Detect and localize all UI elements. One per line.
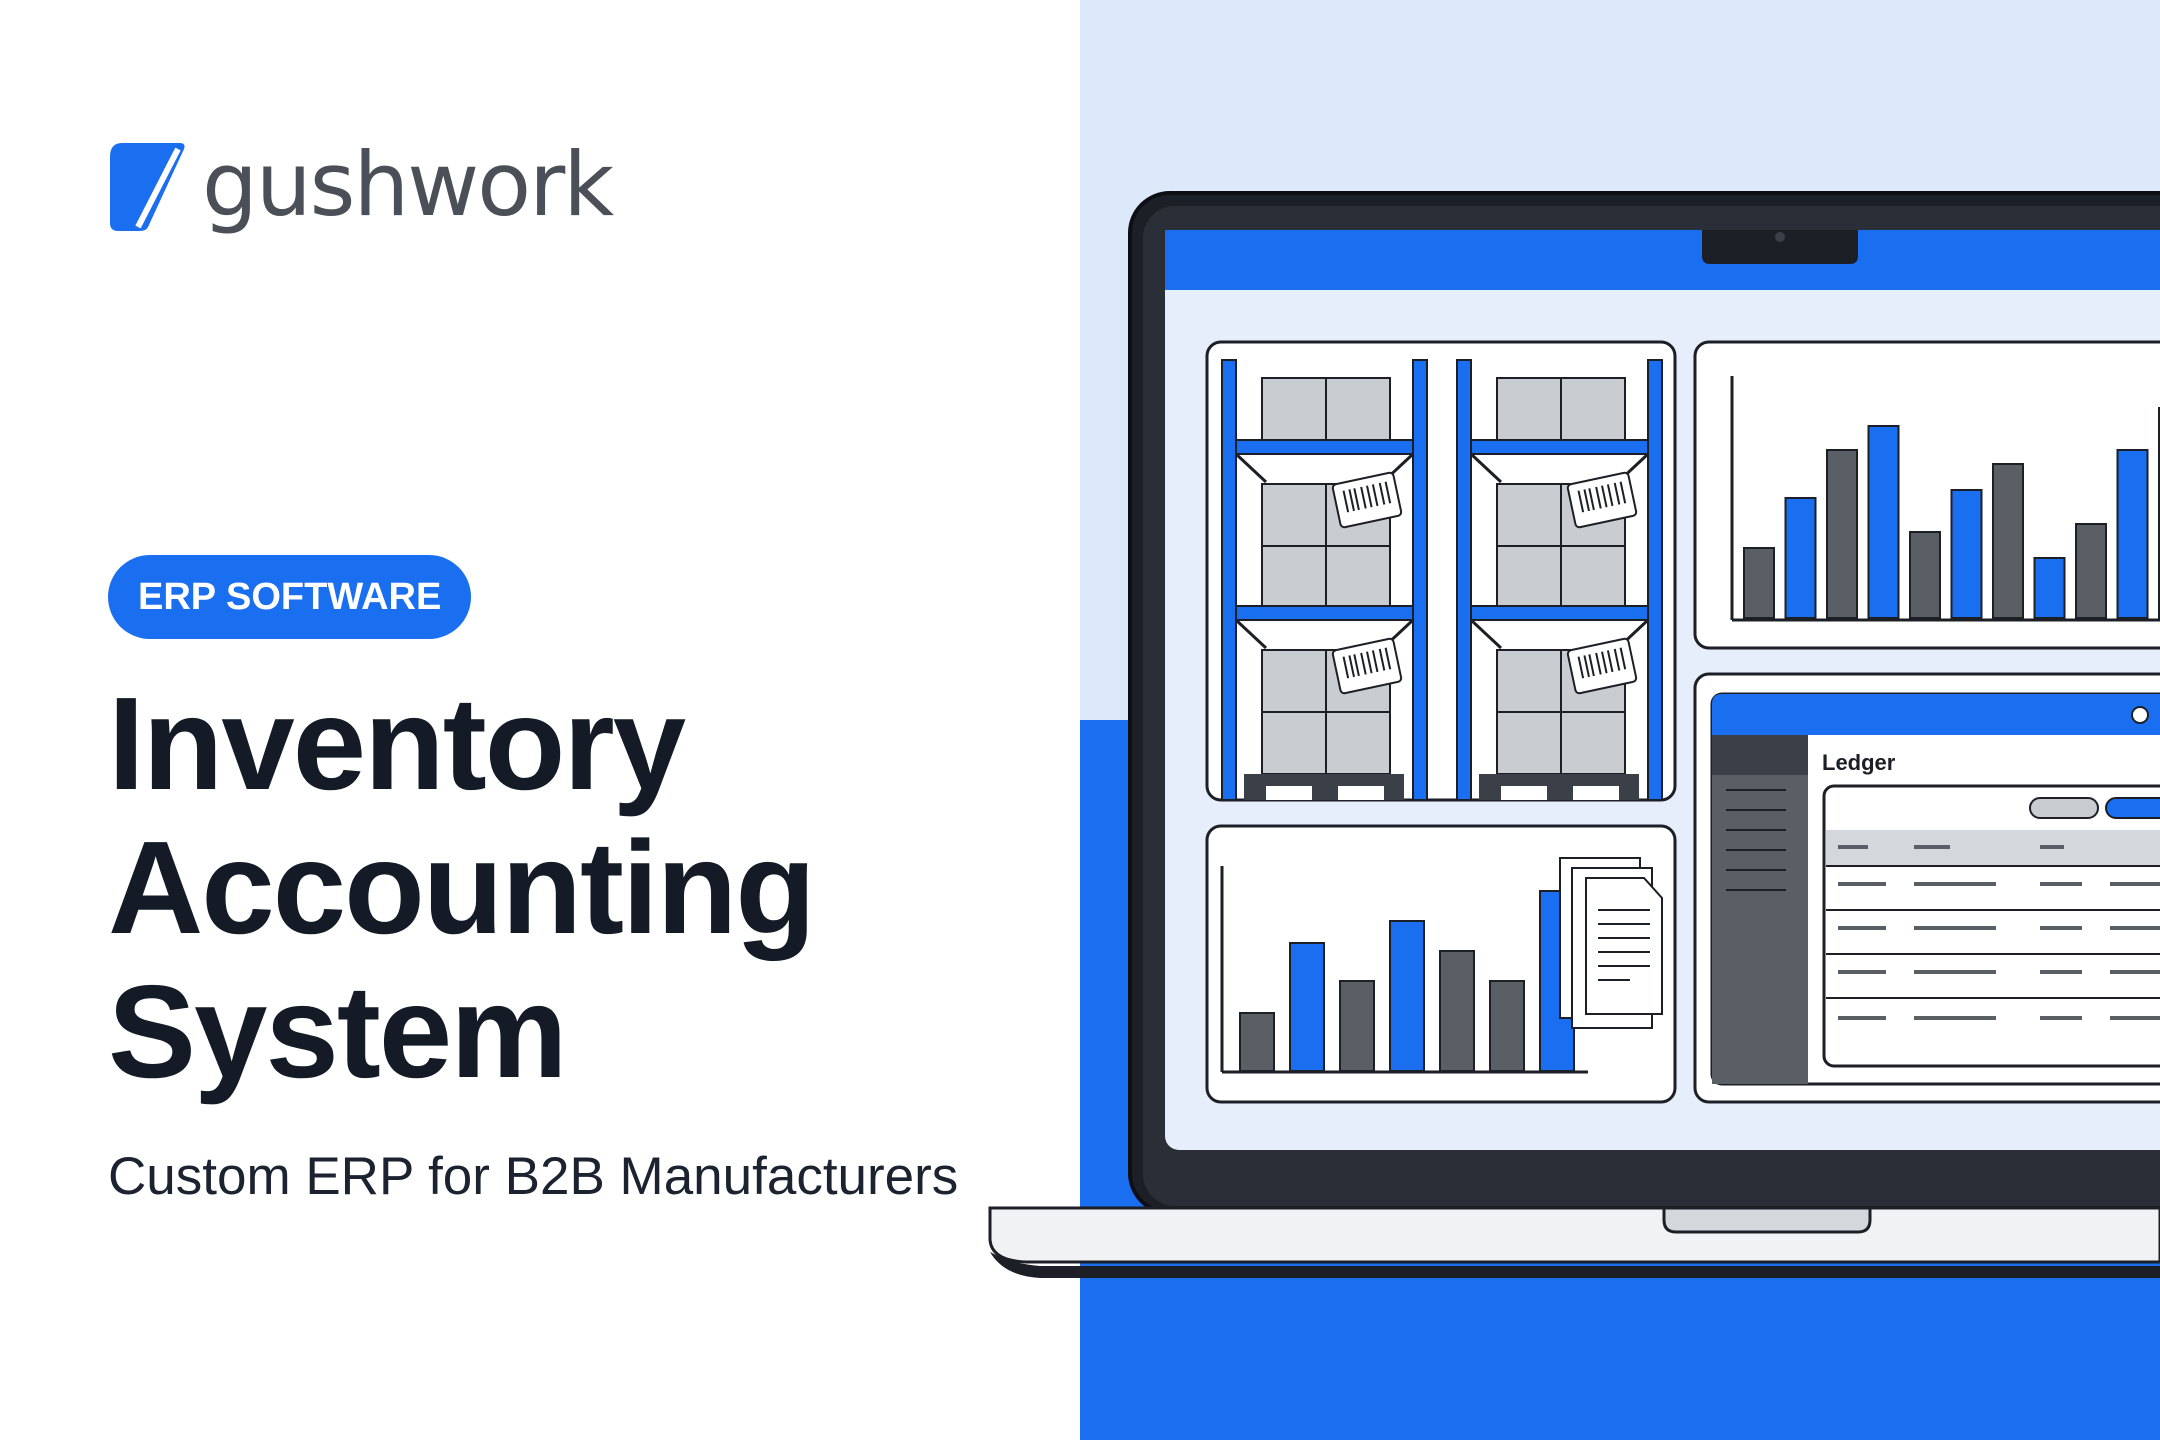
top-chart-bar	[1743, 547, 1775, 619]
top-chart-bar	[2075, 523, 2107, 619]
laptop-icon: Ledger	[988, 191, 2160, 1278]
title-line-3: System	[108, 958, 568, 1105]
category-badge: ERP SOFTWARE	[108, 555, 472, 639]
page-title: Inventory Accounting System	[108, 672, 1068, 1104]
bottom-chart-bar	[1289, 942, 1325, 1072]
bottom-chart-bar	[1239, 1012, 1275, 1072]
top-chart-bar	[2116, 449, 2149, 619]
top-chart-bar	[1909, 531, 1941, 619]
left-panel: gushwork ERP SOFTWARE Inventory Accounti…	[108, 133, 1068, 1206]
ledger-title: Ledger	[1822, 750, 1896, 775]
bar-chart-icon	[1693, 340, 2160, 650]
brand-name: gushwork	[202, 133, 614, 236]
top-chart-bar	[1784, 497, 1817, 619]
barcode-label-icon	[1331, 637, 1403, 695]
bottom-chart-bar	[1389, 920, 1425, 1072]
barcode-label-icon	[1331, 471, 1403, 529]
gushwork-logo-icon	[110, 143, 185, 231]
title-line-1: Inventory	[108, 670, 686, 817]
bar-chart-icon	[1205, 824, 1677, 1104]
top-chart-bar	[1950, 489, 1983, 619]
bottom-chart-bar	[1489, 980, 1525, 1072]
title-line-2: Accounting	[108, 814, 816, 961]
brand-logo[interactable]: gushwork	[108, 133, 614, 236]
top-chart-bar	[1867, 425, 1900, 619]
subtitle: Custom ERP for B2B Manufacturers	[108, 1147, 959, 1206]
bottom-chart-bar	[1439, 950, 1475, 1072]
bottom-chart-bar	[1339, 980, 1375, 1072]
top-chart-bar	[1992, 463, 2024, 619]
document-stack-icon	[1559, 857, 1663, 1029]
top-chart-bar	[1826, 449, 1858, 619]
warehouse-shelf-icon	[1205, 340, 1677, 802]
ledger-window-icon: Ledger	[1693, 672, 2160, 1104]
top-chart-bar	[2033, 557, 2066, 619]
